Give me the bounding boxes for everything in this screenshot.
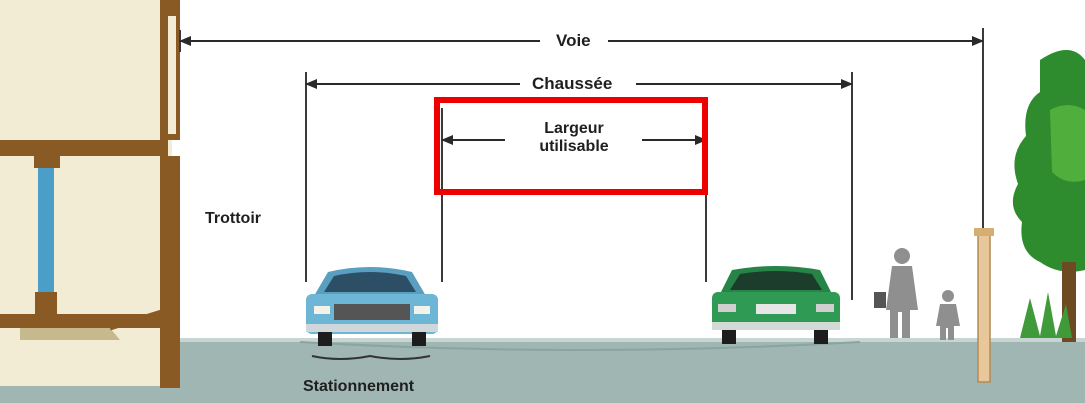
car-icon-right [712,266,840,344]
pedestrian-icon [874,248,960,340]
tree-icon [1012,50,1085,342]
car-icon-left [306,267,438,360]
stationnement-label: Stationnement [303,378,415,395]
highlight-box [434,97,708,195]
building-icon [0,0,180,388]
chaussee-label: Chaussée [522,74,623,94]
trottoir-label: Trottoir [205,210,261,227]
ground [0,338,1085,403]
largeur-utilisable-label: Largeur utilisable [539,120,609,156]
bollard-icon [974,228,994,383]
voie-label: Voie [546,31,601,51]
dimension-ticks [179,28,984,300]
